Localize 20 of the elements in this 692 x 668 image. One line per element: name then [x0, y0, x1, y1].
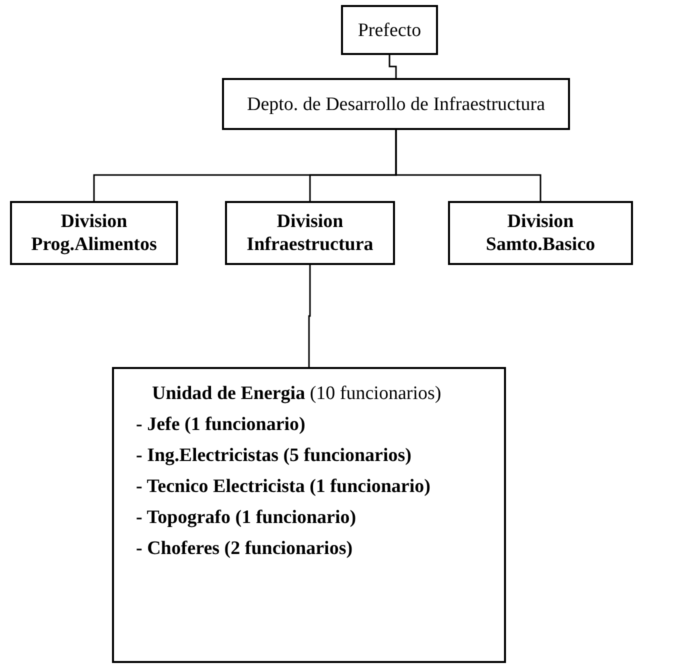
connector-line	[308, 265, 311, 367]
staff-item: - Topografo (1 funcionario)	[136, 507, 356, 529]
connector-line	[388, 55, 397, 78]
staff-item: - Choferes (2 funcionarios)	[136, 538, 353, 560]
box-label: Division Samto.Basico	[484, 210, 596, 256]
division-box	[10, 201, 178, 265]
box-label: Division Prog.Alimentos	[30, 210, 158, 256]
box-label: Prefecto	[356, 18, 422, 42]
unit-box	[112, 367, 506, 663]
staff-item: - Ing.Electricistas (5 funcionarios)	[136, 445, 412, 467]
org-box	[222, 78, 570, 130]
box-label: Division Infraestructura	[246, 210, 374, 256]
division-box	[225, 201, 395, 265]
staff-item: - Jefe (1 funcionario)	[136, 414, 306, 436]
box-label: Depto. de Desarrollo de Infraestructura	[246, 92, 546, 116]
staff-item: - Tecnico Electricista (1 funcionario)	[136, 476, 430, 498]
connector-line	[395, 130, 542, 201]
division-box	[448, 201, 633, 265]
org-box	[341, 5, 438, 55]
unit-heading: Unidad de Energia (10 funcionarios)	[151, 383, 442, 405]
